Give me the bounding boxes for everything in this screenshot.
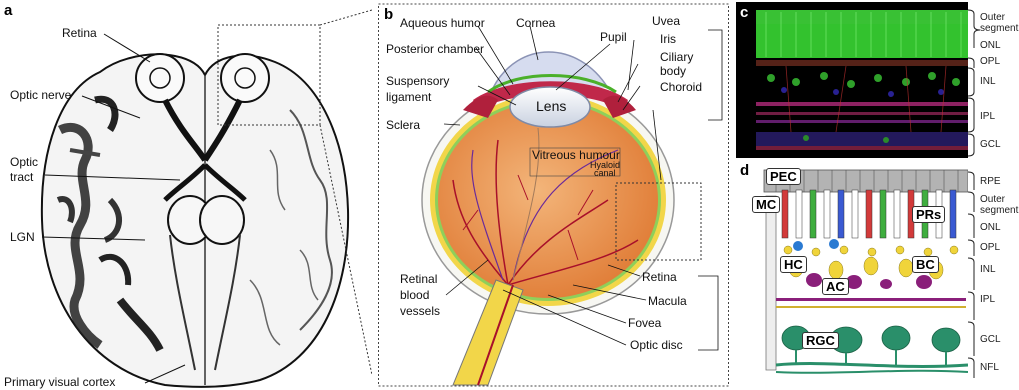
label-lgn: LGN — [10, 230, 35, 244]
cell-mc: MC — [752, 196, 780, 213]
cell-hc: HC — [780, 256, 807, 273]
label-choroid: Choroid — [660, 80, 702, 94]
cell-rgc: RGC — [802, 332, 839, 349]
label-sclera: Sclera — [386, 118, 420, 132]
cell-pec: PEC — [766, 168, 801, 185]
label-optic-disc: Optic disc — [630, 338, 683, 352]
d-layer-gcl: GCL — [980, 334, 1001, 345]
d-layer-outer-1: Outer — [980, 194, 1005, 205]
label-uvea: Uvea — [652, 14, 680, 28]
label-ciliary-1: Ciliary — [660, 50, 693, 64]
label-aqueous: Aqueous humor — [400, 16, 485, 30]
cell-ac: AC — [822, 278, 849, 295]
d-layer-inl: INL — [980, 264, 996, 275]
label-suspensory-1: Suspensory — [386, 74, 449, 88]
d-layer-nfl: NFL — [980, 362, 999, 373]
c-layer-opl: OPL — [980, 56, 1000, 67]
label-optic-tract-1: Optic — [10, 155, 38, 169]
cell-bc: BC — [912, 256, 939, 273]
label-retina-a: Retina — [62, 26, 97, 40]
d-layer-outer-2: segment — [980, 205, 1018, 216]
panel-c: c Outer segment ONL OPL INL IPL GCL — [736, 0, 1019, 160]
label-posterior: Posterior chamber — [386, 42, 484, 56]
panel-b: b — [378, 0, 730, 390]
c-layer-outer-1: Outer — [980, 12, 1005, 23]
retina-micrograph — [736, 2, 968, 158]
cell-prs: PRs — [912, 206, 945, 223]
label-retinal-2: blood — [400, 288, 429, 302]
label-ciliary-2: body — [660, 64, 686, 78]
label-lens: Lens — [536, 98, 566, 114]
brain-illustration — [0, 0, 372, 390]
c-layer-inl: INL — [980, 76, 996, 87]
c-layer-gcl: GCL — [980, 139, 1001, 150]
label-cornea: Cornea — [516, 16, 555, 30]
d-layer-opl: OPL — [980, 242, 1000, 253]
label-hyaloid-2: canal — [594, 168, 616, 178]
label-pupil: Pupil — [600, 30, 627, 44]
d-layer-ipl: IPL — [980, 294, 995, 305]
label-iris: Iris — [660, 32, 676, 46]
panel-a: a — [0, 0, 372, 390]
d-layer-onl: ONL — [980, 222, 1001, 233]
d-layer-rpe: RPE — [980, 176, 1001, 187]
label-visual-cortex: Primary visual cortex — [4, 375, 115, 389]
label-optic-nerve: Optic nerve — [10, 88, 71, 102]
c-layer-ipl: IPL — [980, 111, 995, 122]
label-retinal-1: Retinal — [400, 272, 437, 286]
label-optic-tract-2: tract — [10, 170, 33, 184]
panel-d: d — [736, 160, 1019, 390]
label-fovea: Fovea — [628, 316, 661, 330]
c-layer-outer-2: segment — [980, 23, 1018, 34]
retina-schematic — [736, 160, 968, 388]
label-suspensory-2: ligament — [386, 90, 431, 104]
label-retina-b: Retina — [642, 270, 677, 284]
c-layer-onl: ONL — [980, 40, 1001, 51]
label-macula: Macula — [648, 294, 687, 308]
label-retinal-3: vessels — [400, 304, 440, 318]
panel-c-letter: c — [740, 4, 748, 21]
